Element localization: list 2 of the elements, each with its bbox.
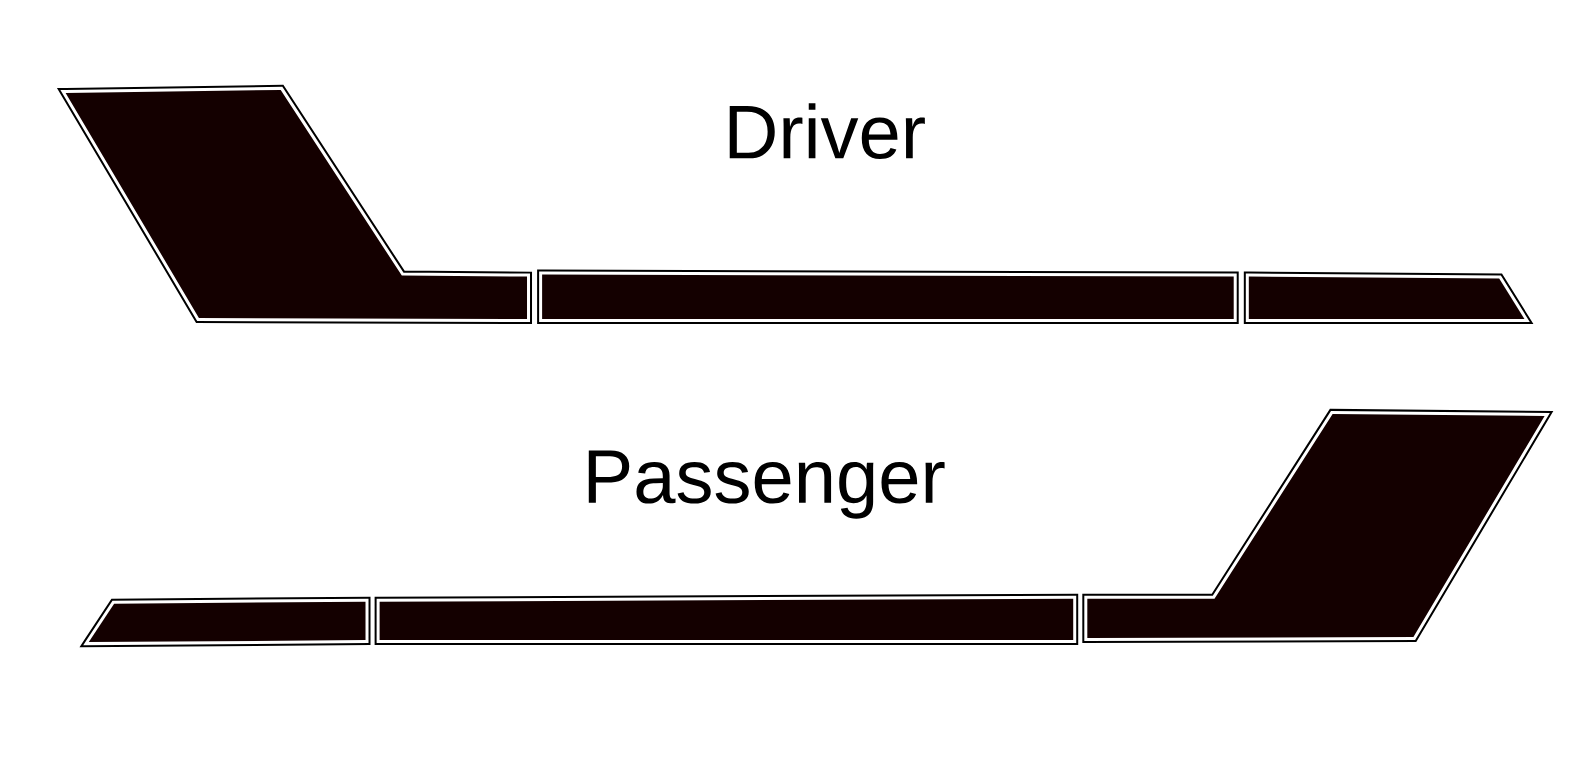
side-label: Driver [729, 103, 925, 160]
side-label: Passenger [588, 450, 945, 519]
